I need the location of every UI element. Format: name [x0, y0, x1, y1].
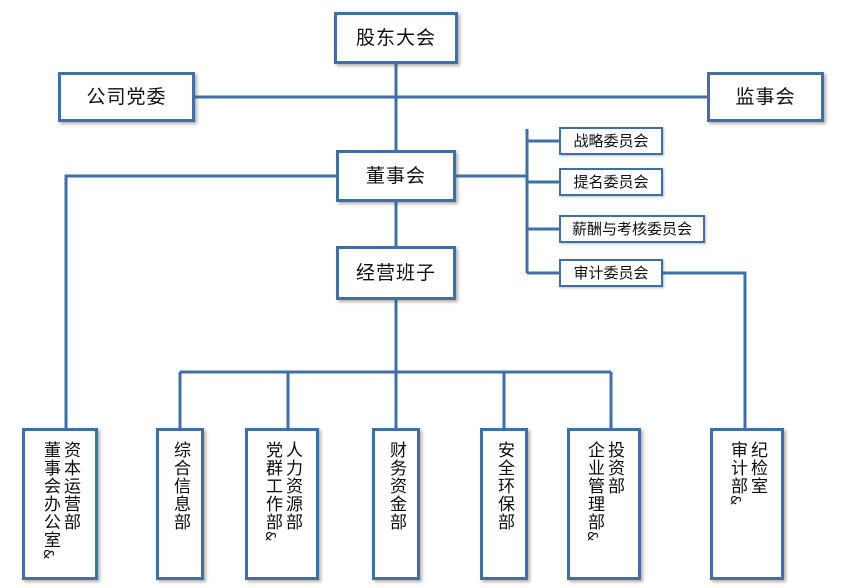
department-primary-label: 投资部: [604, 441, 625, 495]
node-label-party-committee: 公司党委: [86, 85, 167, 108]
department-joiner: &: [39, 549, 55, 560]
department-label-stack: 财务资金部: [386, 441, 406, 577]
node-department-capital-operations[interactable]: 资本运营部 董事会办公室 &: [22, 428, 98, 580]
node-label-management: 经营班子: [355, 261, 436, 284]
node-board-of-directors[interactable]: 董事会: [336, 150, 456, 202]
department-label-stack: 人力资源部 党群工作部 &: [261, 441, 303, 577]
node-committee-nomination[interactable]: 提名委员会: [559, 168, 663, 196]
node-committee-audit[interactable]: 审计委员会: [559, 259, 663, 287]
node-board-of-supervisors[interactable]: 监事会: [707, 72, 824, 122]
department-secondary-label: 审计部: [727, 441, 747, 495]
department-joiner: &: [726, 495, 742, 506]
department-label-stack: 安全环保部: [494, 441, 514, 577]
department-label-stack: 纪检室 审计部 &: [726, 441, 768, 577]
connector-audit-committee-dept: [663, 271, 747, 428]
department-secondary-group: 党群工作部 &: [261, 441, 282, 542]
node-department-investment[interactable]: 投资部 企业管理部 &: [567, 428, 641, 580]
department-secondary-label: 董事会办公室: [40, 441, 60, 549]
department-primary-label: 资本运营部: [60, 441, 81, 531]
node-party-committee[interactable]: 公司党委: [58, 72, 195, 122]
department-primary-label: 财务资金部: [386, 441, 406, 531]
node-label-supervisors: 监事会: [735, 85, 796, 108]
node-label-committee-compensation: 薪酬与考核委员会: [571, 219, 692, 238]
connector-board-capital-dept: [64, 174, 336, 428]
department-secondary-group: 审计部 &: [726, 441, 747, 506]
department-secondary-group: 董事会办公室 &: [39, 441, 60, 560]
node-label-shareholders: 股东大会: [355, 26, 436, 49]
department-secondary-label: 党群工作部: [262, 441, 282, 531]
department-secondary-group: 企业管理部 &: [583, 441, 604, 542]
department-joiner: &: [261, 531, 277, 542]
node-department-finance-funds[interactable]: 财务资金部: [372, 428, 420, 580]
node-management-team[interactable]: 经营班子: [336, 246, 456, 300]
node-committee-compensation-appraisal[interactable]: 薪酬与考核委员会: [559, 215, 705, 243]
department-label-stack: 投资部 企业管理部 &: [583, 441, 625, 577]
node-department-human-resources[interactable]: 人力资源部 党群工作部 &: [245, 428, 319, 580]
node-label-committee-strategy: 战略委员会: [573, 131, 649, 150]
department-joiner: &: [583, 531, 599, 542]
department-primary-label: 纪检室: [747, 441, 768, 495]
department-label-stack: 综合信息部: [170, 441, 190, 577]
node-label-committee-audit: 审计委员会: [573, 263, 649, 282]
node-committee-strategy[interactable]: 战略委员会: [559, 127, 663, 155]
department-primary-label: 安全环保部: [494, 441, 514, 531]
node-shareholders-meeting[interactable]: 股东大会: [334, 12, 458, 64]
department-secondary-label: 企业管理部: [584, 441, 604, 531]
department-primary-label: 人力资源部: [282, 441, 303, 531]
node-label-board: 董事会: [365, 164, 426, 187]
node-label-committee-nomination: 提名委员会: [573, 172, 649, 191]
node-department-safety-environment[interactable]: 安全环保部: [480, 428, 528, 580]
node-department-general-information[interactable]: 综合信息部: [156, 428, 204, 580]
department-label-stack: 资本运营部 董事会办公室 &: [39, 441, 81, 577]
node-department-discipline-audit[interactable]: 纪检室 审计部 &: [710, 428, 784, 580]
department-primary-label: 综合信息部: [170, 441, 190, 531]
